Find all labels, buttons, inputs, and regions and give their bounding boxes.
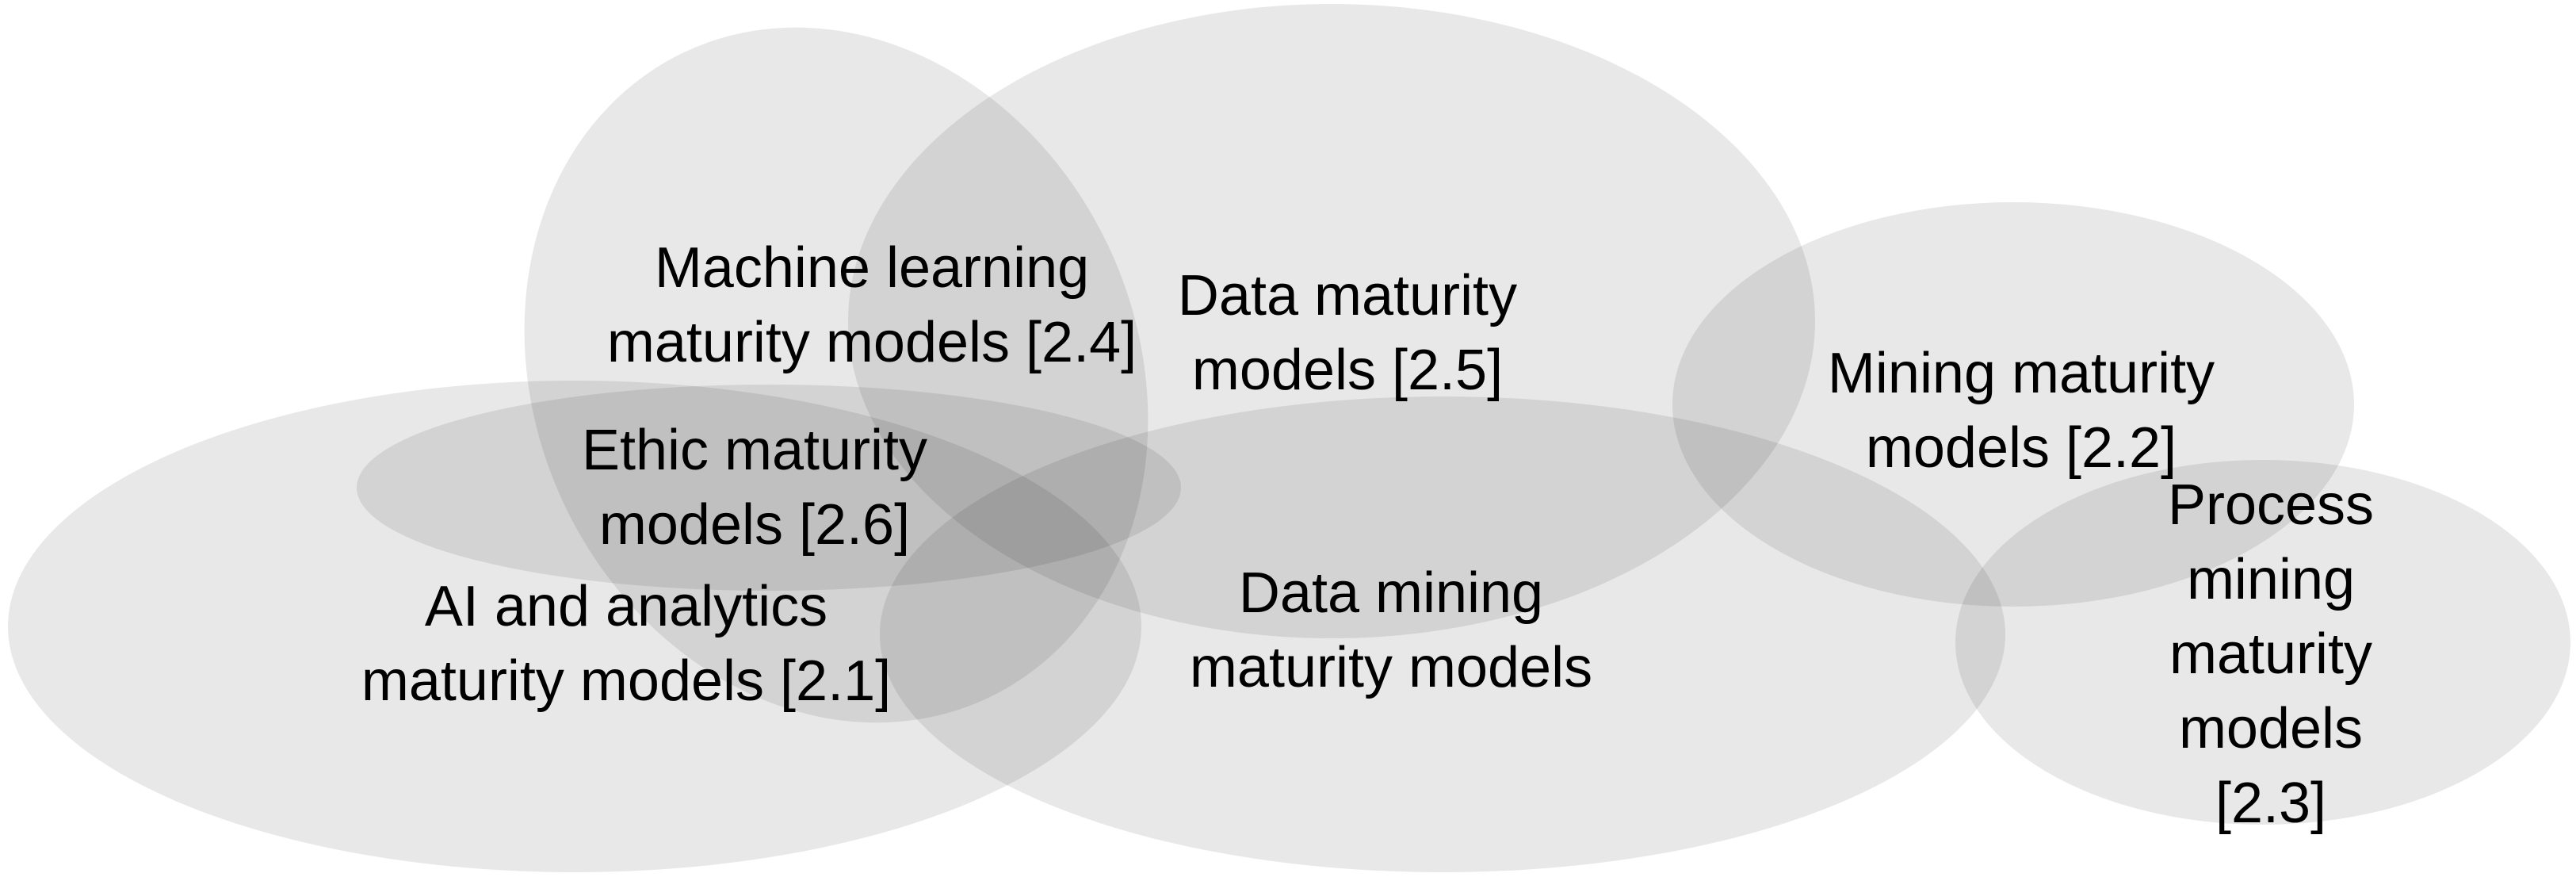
ellipse-ethic-maturity-models xyxy=(357,385,1181,591)
ellipse-data-maturity-models xyxy=(848,4,1815,638)
label-data-mining-maturity-models: Data mining maturity models xyxy=(1189,561,1593,699)
label-data-maturity-models: Data maturity models [2.5] xyxy=(1177,264,1518,402)
ellipse-data-mining-maturity-models xyxy=(880,396,2005,872)
label-process-mining-maturity-models: Process mining maturity models [2.3] xyxy=(2167,473,2375,835)
label-machine-learning-maturity-models: Machine learning maturity models [2.4] xyxy=(606,236,1137,374)
ellipse-ai-analytics-maturity-models xyxy=(8,381,1141,872)
label-mining-maturity-models: Mining maturity models [2.2] xyxy=(1827,342,2215,480)
ellipse-process-mining-maturity-models xyxy=(1955,460,2570,825)
ellipse-mining-maturity-models xyxy=(1672,202,2354,607)
label-ethic-maturity-models: Ethic maturity models [2.6] xyxy=(581,419,928,557)
label-ai-analytics-maturity-models: AI and analytics maturity models [2.1] xyxy=(361,575,892,713)
